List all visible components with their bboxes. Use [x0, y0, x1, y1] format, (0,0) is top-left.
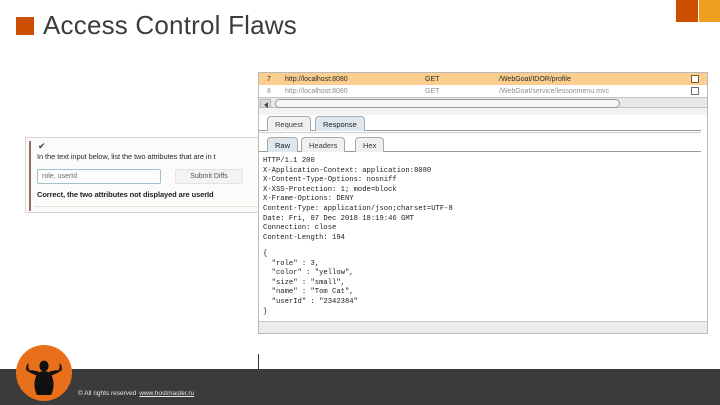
- panel-divider: [34, 206, 261, 207]
- burp-status-bar: [259, 321, 707, 333]
- square-bullet-icon: [16, 16, 34, 35]
- owasp-logo: [16, 345, 72, 401]
- corner-accent-light: [699, 0, 720, 22]
- http-history-table: 7 http://localhost:8080 GET /WebGoat/IDO…: [259, 73, 707, 97]
- response-body-json: { "role" : 3, "color" : "yellow", "size"…: [263, 250, 358, 316]
- attributes-input[interactable]: role, userId: [37, 169, 161, 184]
- scrollbar-thumb[interactable]: [275, 99, 620, 108]
- footer-link[interactable]: www.hostmaster.ru: [139, 390, 195, 397]
- checkbox-icon[interactable]: [691, 87, 699, 95]
- row-checkbox-cell[interactable]: [683, 75, 707, 83]
- lesson-form: role, userId Submit Diffs: [37, 169, 243, 184]
- scroll-left-arrow-icon[interactable]: [260, 99, 271, 108]
- checkmark-icon: ✔: [38, 141, 46, 151]
- row-method: GET: [425, 75, 440, 83]
- tab-raw[interactable]: Raw: [267, 137, 299, 152]
- row-number: 7: [267, 75, 271, 83]
- horizontal-scrollbar[interactable]: [259, 97, 707, 108]
- page-title: Access Control Flaws: [43, 10, 297, 40]
- tabbar-separator: [259, 132, 707, 136]
- lesson-instruction: In the text input below, list the two at…: [37, 152, 216, 161]
- table-row[interactable]: 8 http://localhost:8080 GET /WebGoat/ser…: [259, 85, 707, 97]
- row-url: /WebGoat/service/lessonmenu.mvc: [499, 87, 609, 95]
- webgoat-lesson-panel: ✔ In the text input below, list the two …: [25, 137, 262, 213]
- footer-bar: [0, 369, 720, 405]
- copyright-label: © All rights reserved: [78, 390, 137, 397]
- row-method: GET: [425, 87, 440, 95]
- checkbox-icon[interactable]: [691, 75, 699, 83]
- table-row[interactable]: 7 http://localhost:8080 GET /WebGoat/IDO…: [259, 73, 707, 85]
- row-number: 8: [267, 87, 271, 95]
- slide-title-row: Access Control Flaws: [16, 10, 297, 41]
- row-checkbox-cell[interactable]: [683, 87, 707, 95]
- message-tab-bar: Request Response: [259, 115, 707, 131]
- submit-diffs-button[interactable]: Submit Diffs: [175, 169, 243, 184]
- corner-accent-dark: [676, 0, 698, 22]
- tab-response[interactable]: Response: [315, 116, 365, 131]
- lesson-result-message: Correct, the two attributes not displaye…: [37, 190, 214, 199]
- view-tab-bar: Raw Headers Hex: [259, 136, 707, 152]
- row-host: http://localhost:8080: [285, 87, 348, 95]
- panel-splitter: [259, 108, 707, 115]
- response-headers-text: HTTP/1.1 200 X-Application-Context: appl…: [263, 157, 453, 242]
- footer-tick-mark: [258, 354, 259, 369]
- footer-text: © All rights reserved www.hostmaster.ru: [78, 390, 194, 397]
- row-url: /WebGoat/IDOR/profile: [499, 75, 571, 83]
- tab-request[interactable]: Request: [267, 116, 311, 131]
- vertical-scrollbar[interactable]: [701, 115, 707, 321]
- burp-suite-screenshot: 7 http://localhost:8080 GET /WebGoat/IDO…: [258, 72, 708, 334]
- webgoat-lesson-inner: ✔ In the text input below, list the two …: [29, 141, 261, 211]
- tab-hex[interactable]: Hex: [355, 137, 385, 152]
- tab-headers[interactable]: Headers: [301, 137, 346, 152]
- row-host: http://localhost:8080: [285, 75, 348, 83]
